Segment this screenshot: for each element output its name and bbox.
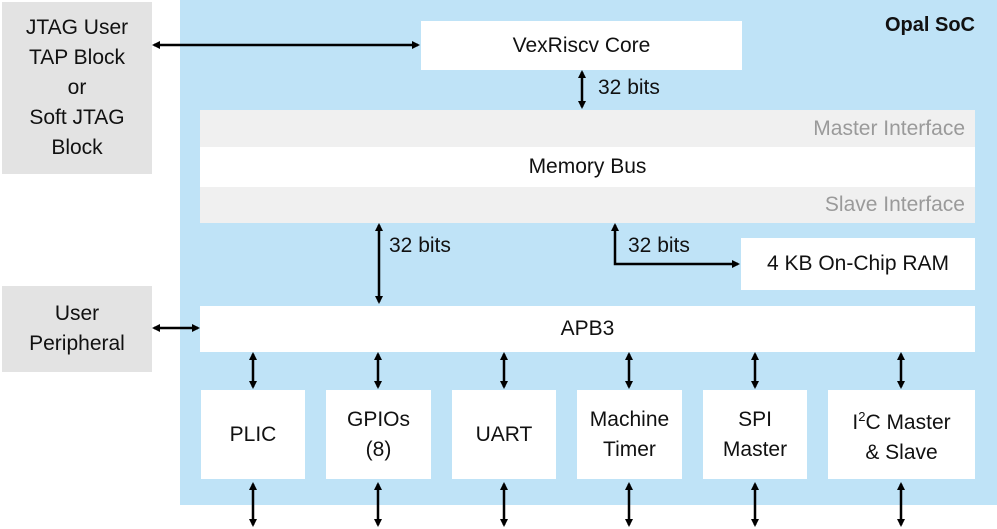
gpios-count-label: (8) — [365, 437, 392, 461]
jtag-block: JTAG User TAP Block or Soft JTAG Block — [2, 2, 152, 174]
user-peripheral-block: User Peripheral — [2, 286, 152, 372]
machine-timer-block: Machine Timer — [577, 390, 682, 479]
timer-label-line2: Timer — [603, 437, 656, 461]
i2c-label-line1: I2C Master — [852, 408, 951, 434]
timer-label-line1: Machine — [589, 407, 670, 431]
gpios-label: GPIOs — [346, 407, 410, 431]
plic-block: PLIC — [201, 390, 305, 479]
core-bus-width-label: 32 bits — [598, 76, 660, 99]
spi-label-line2: Master — [722, 437, 788, 461]
apb3-bus-block: APB3 — [200, 306, 975, 352]
gpios-block: GPIOs (8) — [326, 390, 431, 479]
slave-interface-band: Slave Interface — [200, 187, 975, 223]
spi-master-block: SPI Master — [703, 390, 807, 479]
bus-ram-arrow — [611, 223, 740, 268]
spi-label-line1: SPI — [738, 407, 772, 431]
apb-bus-width-label: 32 bits — [389, 234, 451, 257]
on-chip-ram-block: 4 KB On-Chip RAM — [741, 238, 975, 290]
soc-title: Opal SoC — [884, 14, 975, 36]
uart-block: UART — [452, 390, 556, 479]
vexriscv-core-block: VexRiscv Core — [421, 21, 742, 70]
memory-bus-block: Memory Bus — [200, 147, 975, 187]
i2c-label-line2: & Slave — [865, 440, 938, 464]
master-interface-band: Master Interface — [200, 110, 975, 147]
i2c-block: I2C Master & Slave — [828, 390, 975, 479]
